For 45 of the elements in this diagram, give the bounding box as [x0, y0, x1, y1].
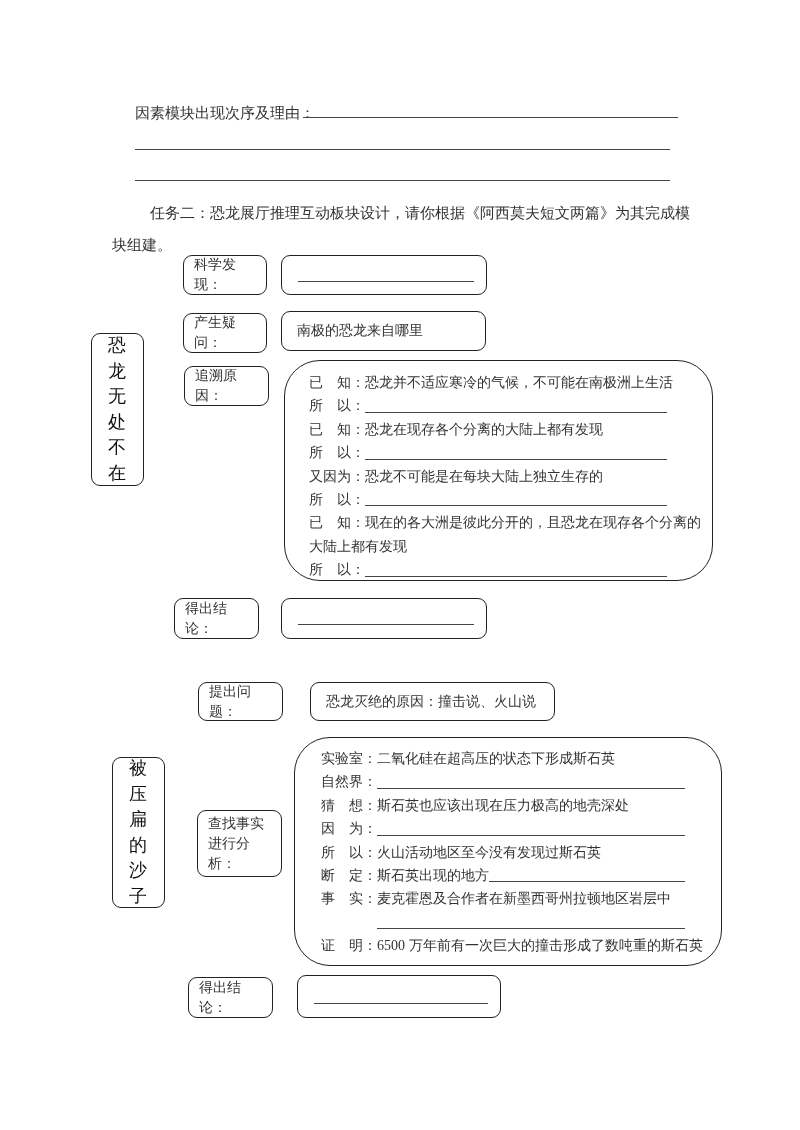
box-label: 科学发现： — [194, 256, 237, 294]
prompt-text: 证 明：6500 万年前有一次巨大的撞击形成了数吨重的斯石英 — [321, 937, 703, 956]
box-label: 查找事实进行分析： — [208, 814, 265, 873]
box-label: 产生疑问： — [194, 314, 237, 352]
prompt-text: 已 知：现在的各大洲是彼此分开的，且恐龙在现存各个分离的大陆上都有发现 — [309, 514, 702, 556]
title-box — [91, 333, 144, 486]
label-box — [310, 682, 555, 721]
box-label: 南极的恐龙来自哪里 — [296, 322, 423, 340]
prompt-text: 已 知：恐龙在现存各个分离的大陆上都有发现 — [309, 420, 603, 439]
task-paragraph: 任务二：恐龙展厅推理互动板块设计，请你根据《阿西莫夫短文两篇》为其完成模块组建。 — [112, 204, 691, 255]
prompt-text: 所 以： — [309, 397, 365, 416]
label-box — [184, 366, 269, 406]
text-panel — [294, 737, 722, 966]
answer-box — [281, 598, 487, 639]
label-box — [188, 977, 273, 1018]
prompt-text: 因素模块出现次序及理由： — [135, 104, 315, 123]
prompt-text: 事 实：麦克霍恩及合作者在新墨西哥州拉顿地区岩层中 — [321, 890, 671, 909]
label-box — [174, 598, 259, 639]
label-box — [183, 255, 267, 295]
vertical-title: 被压扁的沙子 — [129, 757, 148, 908]
label-box — [281, 311, 486, 351]
vertical-title: 恐龙无处不在 — [108, 334, 127, 485]
title-box — [112, 757, 165, 908]
answer-box — [281, 255, 487, 295]
label-box — [198, 682, 283, 721]
label-box — [197, 810, 282, 877]
prompt-text: 已 知：恐龙并不适应寒冷的气候，不可能在南极洲上生活 — [309, 374, 673, 392]
box-label: 恐龙灭绝的原因：撞击说、火山说 — [325, 692, 536, 711]
box-label: 追溯原因： — [195, 367, 238, 405]
prompt-text: 所 以：火山活动地区至今没有发现过斯石英 — [321, 843, 601, 862]
prompt-text: 断 定：斯石英出现的地方 — [321, 867, 489, 886]
label-box — [183, 313, 267, 353]
prompt-text: 因 为： — [321, 820, 377, 839]
prompt-text: 所 以： — [309, 444, 365, 463]
prompt-text: 实验室：二氧化硅在超高压的状态下形成斯石英 — [321, 750, 615, 768]
box-label: 得出结论： — [185, 599, 228, 638]
prompt-text: 所 以： — [309, 561, 365, 580]
text-panel — [284, 360, 713, 581]
box-label: 提出问题： — [209, 682, 252, 721]
prompt-text: 自然界： — [321, 773, 377, 792]
box-label: 得出结论： — [199, 978, 242, 1017]
prompt-text: 所 以： — [309, 491, 365, 510]
answer-box — [297, 975, 501, 1018]
prompt-text: 又因为：恐龙不可能是在每块大陆上独立生存的 — [309, 467, 603, 486]
prompt-text: 猜 想：斯石英也应该出现在压力极高的地壳深处 — [321, 796, 629, 815]
